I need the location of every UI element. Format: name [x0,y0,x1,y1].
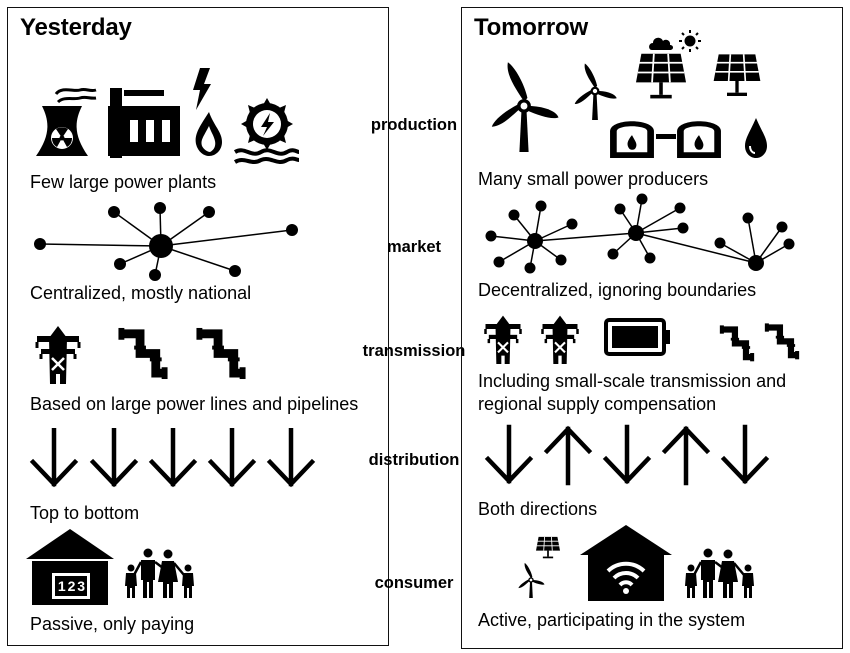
wind-turbine-icon [516,562,546,598]
solar-panel-icon [631,52,691,102]
arrow-down-icon [266,428,316,488]
smart-house-wifi-icon [578,523,674,603]
meter-digits: 1 2 3 [57,578,85,594]
centralized-network-icon [30,200,310,285]
sun-cloud-icon [648,30,708,54]
category-market: market [386,238,442,256]
pylon-icon [33,324,83,384]
pipeline-icon [196,326,246,380]
arrow-up-icon [543,424,593,486]
right-consumer-caption: Active, participating in the system [478,610,746,630]
arrow-down-icon [207,428,257,488]
family-icon [122,548,202,598]
left-production-caption: Few large power plants [30,172,217,192]
yesterday-panel [7,7,389,646]
tomorrow-title: Tomorrow [474,14,588,41]
left-market-caption: Centralized, mostly national [30,283,252,303]
biogas-connector [656,134,676,139]
arrow-down-icon [484,424,534,486]
arrow-down-icon [29,428,79,488]
pipeline-icon [118,326,168,380]
flame-icon [194,112,224,156]
oil-drop-icon [744,118,768,158]
right-transmission-caption-line1: Including small-scale transmission and [478,371,787,391]
nuclear-plant-icon [30,86,98,158]
battery-icon [604,318,672,356]
pipeline-icon [764,322,800,360]
wind-turbine-icon [572,62,618,120]
left-transmission-caption: Based on large power lines and pipelines [30,394,359,414]
category-production: production [370,116,458,134]
lightning-icon [190,68,212,110]
right-production-caption: Many small power producers [478,169,709,189]
left-distribution-caption: Top to bottom [30,503,140,523]
arrow-down-icon [720,424,770,486]
decentralized-network-icon [484,193,796,280]
wind-turbine-icon [484,60,564,152]
pipeline-icon [719,324,755,362]
tomorrow-panel [461,7,843,649]
biogas-plant-icon [674,116,724,158]
category-transmission: transmission [362,342,466,360]
pylon-icon [481,314,525,364]
arrow-down-icon [148,428,198,488]
solar-panel-icon [712,52,762,100]
category-distribution: distribution [368,451,460,469]
factory-icon [106,86,182,158]
family-icon [682,548,762,598]
pylon-icon [538,314,582,364]
house-meter-icon: 1 2 3 [24,527,116,607]
right-transmission-caption-line2: regional supply compensation [478,394,717,414]
left-consumer-caption: Passive, only paying [30,614,195,634]
arrow-down-icon [89,428,139,488]
category-consumer: consumer [374,574,454,592]
arrow-down-icon [602,424,652,486]
biogas-plant-icon [607,116,657,158]
arrow-up-icon [661,424,711,486]
right-market-caption: Decentralized, ignoring boundaries [478,280,757,300]
solar-panel-icon [535,536,561,560]
hydro-plant-icon [233,96,301,166]
yesterday-title: Yesterday [20,14,132,41]
right-distribution-caption: Both directions [478,499,598,519]
